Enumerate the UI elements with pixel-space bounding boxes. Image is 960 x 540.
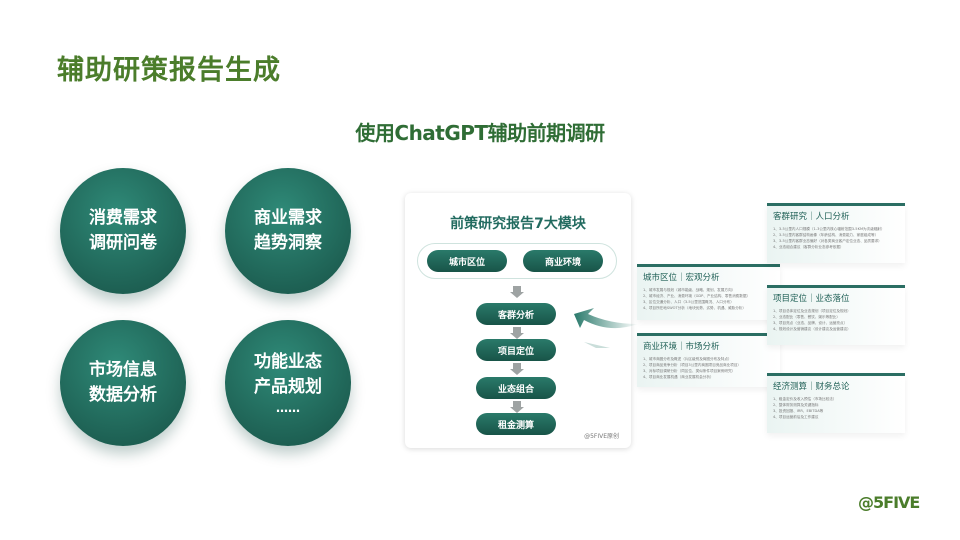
detail-item: 2、3-5公里内客群结构画像（年龄结构、消费能力、家庭组成等）: [773, 233, 879, 237]
detail-item: 1、城市发展与规划（城市能级、战略、规划、发展方向）: [643, 288, 736, 292]
detail-card-finance: 经济测算｜财务总论 1、租金定价及收入预估（市场比较法） 2、整体财务测算及关键指…: [767, 373, 905, 433]
detail-item: 4、业态组合建议（客群分析业态参考依据）: [773, 245, 844, 249]
brand-logo: @5FIVE: [858, 493, 920, 512]
circle-line: 消费需求: [89, 208, 157, 228]
detail-item: 1、项目总体定位及业态规划（项目定位及规划）: [773, 309, 851, 313]
circle-line: 数据分析: [89, 385, 157, 405]
page-title: 辅助研策报告生成: [57, 55, 281, 86]
detail-card-positioning: 项目定位｜业态落位 1、项目总体定位及业态规划（项目定位及规划） 2、业态配比（零…: [767, 285, 905, 345]
detail-title: 项目定位｜业态落位: [773, 294, 850, 304]
curved-arrow-icon: [574, 308, 638, 348]
page-subtitle: 使用ChatGPT辅助前期调研: [355, 121, 605, 145]
detail-title: 经济测算｜财务总论: [773, 382, 850, 392]
arrow-down-icon: [510, 286, 524, 298]
detail-card-business: 商业环境｜市场分析 1、城市商圈分布及概述（片区级别及商圈分布及特点） 2、项目商…: [637, 333, 780, 387]
detail-item: 4、项目运营前后及工作建议: [773, 415, 819, 419]
module-step: 租金测算: [476, 413, 556, 435]
card-title: 前策研究报告7大模块: [450, 216, 586, 232]
circle-line: 商业需求: [254, 208, 322, 228]
detail-item: 3、3-5公里内客群业态偏好（对各类商业客户定位业态、品质要求）: [773, 239, 882, 243]
arrow-down-icon: [510, 327, 524, 339]
module-city-location: 城市区位: [427, 250, 507, 272]
credit-text: @5FIVE原创: [584, 433, 619, 440]
detail-item: 3、区位交通分析、人口（3-5公里范围概况、人口分布）: [643, 300, 734, 304]
detail-item: 1、租金定价及收入预估（市场比较法）: [773, 397, 837, 401]
module-business-env: 商业环境: [523, 250, 603, 272]
detail-item: 4、规划设计及营销建议（设计建议及运营建议）: [773, 327, 851, 331]
arrow-down-icon: [510, 401, 524, 413]
circle-product-planning: 功能业态产品规划 ……: [225, 320, 351, 446]
circle-business-trends: 商业需求趋势洞察: [225, 168, 351, 294]
detail-item: 2、整体财务测算及关键指标: [773, 403, 819, 407]
detail-item: 4、项目商业发展机遇（商业发展机会分析）: [643, 375, 714, 379]
detail-card-city: 城市区位｜宏观分析 1、城市发展与规划（城市能级、战略、规划、发展方向） 2、城市…: [637, 264, 780, 320]
detail-item: 1、城市商圈分布及概述（片区级别及商圈分布及特点）: [643, 357, 732, 361]
detail-title: 客群研究｜人口分析: [773, 212, 850, 222]
detail-item: 2、业态配比（零售、餐饮、娱乐等配比）: [773, 315, 840, 319]
circle-line: 趋势洞察: [254, 233, 322, 253]
arrow-down-icon: [510, 363, 524, 375]
detail-item: 3、项目亮点（业态、品牌、设计、运营亮点）: [773, 321, 848, 325]
detail-item: 1、3-5公里内人口规模（1-3公里内核心辐射范围3-5KM为次级辐射）: [773, 227, 885, 231]
detail-item: 3、投资回报、IRR、EBITDA等: [773, 409, 824, 413]
module-step: 项目定位: [476, 339, 556, 361]
circle-line: 产品规划: [254, 377, 322, 397]
detail-item: 3、对标项目调研分析（同区位、类似条件项目案例研究）: [643, 369, 736, 373]
circle-line: ……: [276, 401, 300, 415]
detail-item: 2、项目商品竞争分析（项目3公里内商圈项目竞品商业项目）: [643, 363, 742, 367]
circle-line: 调研问卷: [89, 233, 157, 253]
detail-card-customer: 客群研究｜人口分析 1、3-5公里内人口规模（1-3公里内核心辐射范围3-5KM…: [767, 203, 905, 263]
circle-consumer-survey: 消费需求调研问卷: [60, 168, 186, 294]
module-step: 客群分析: [476, 303, 556, 325]
top-group: [417, 243, 617, 279]
circle-market-data: 市场信息数据分析: [60, 320, 186, 446]
circle-line: 功能业态: [254, 352, 322, 372]
circle-line: 市场信息: [89, 360, 157, 380]
detail-title: 商业环境｜市场分析: [643, 342, 720, 352]
detail-title: 城市区位｜宏观分析: [643, 273, 720, 283]
detail-item: 4、项目所在地SWOT分析（地块优势、劣势、机遇、威胁分析）: [643, 306, 746, 310]
detail-item: 2、城市经济、产业、消费环境（GDP、产业结构、零售消费数据）: [643, 294, 751, 298]
module-step: 业态组合: [476, 377, 556, 399]
